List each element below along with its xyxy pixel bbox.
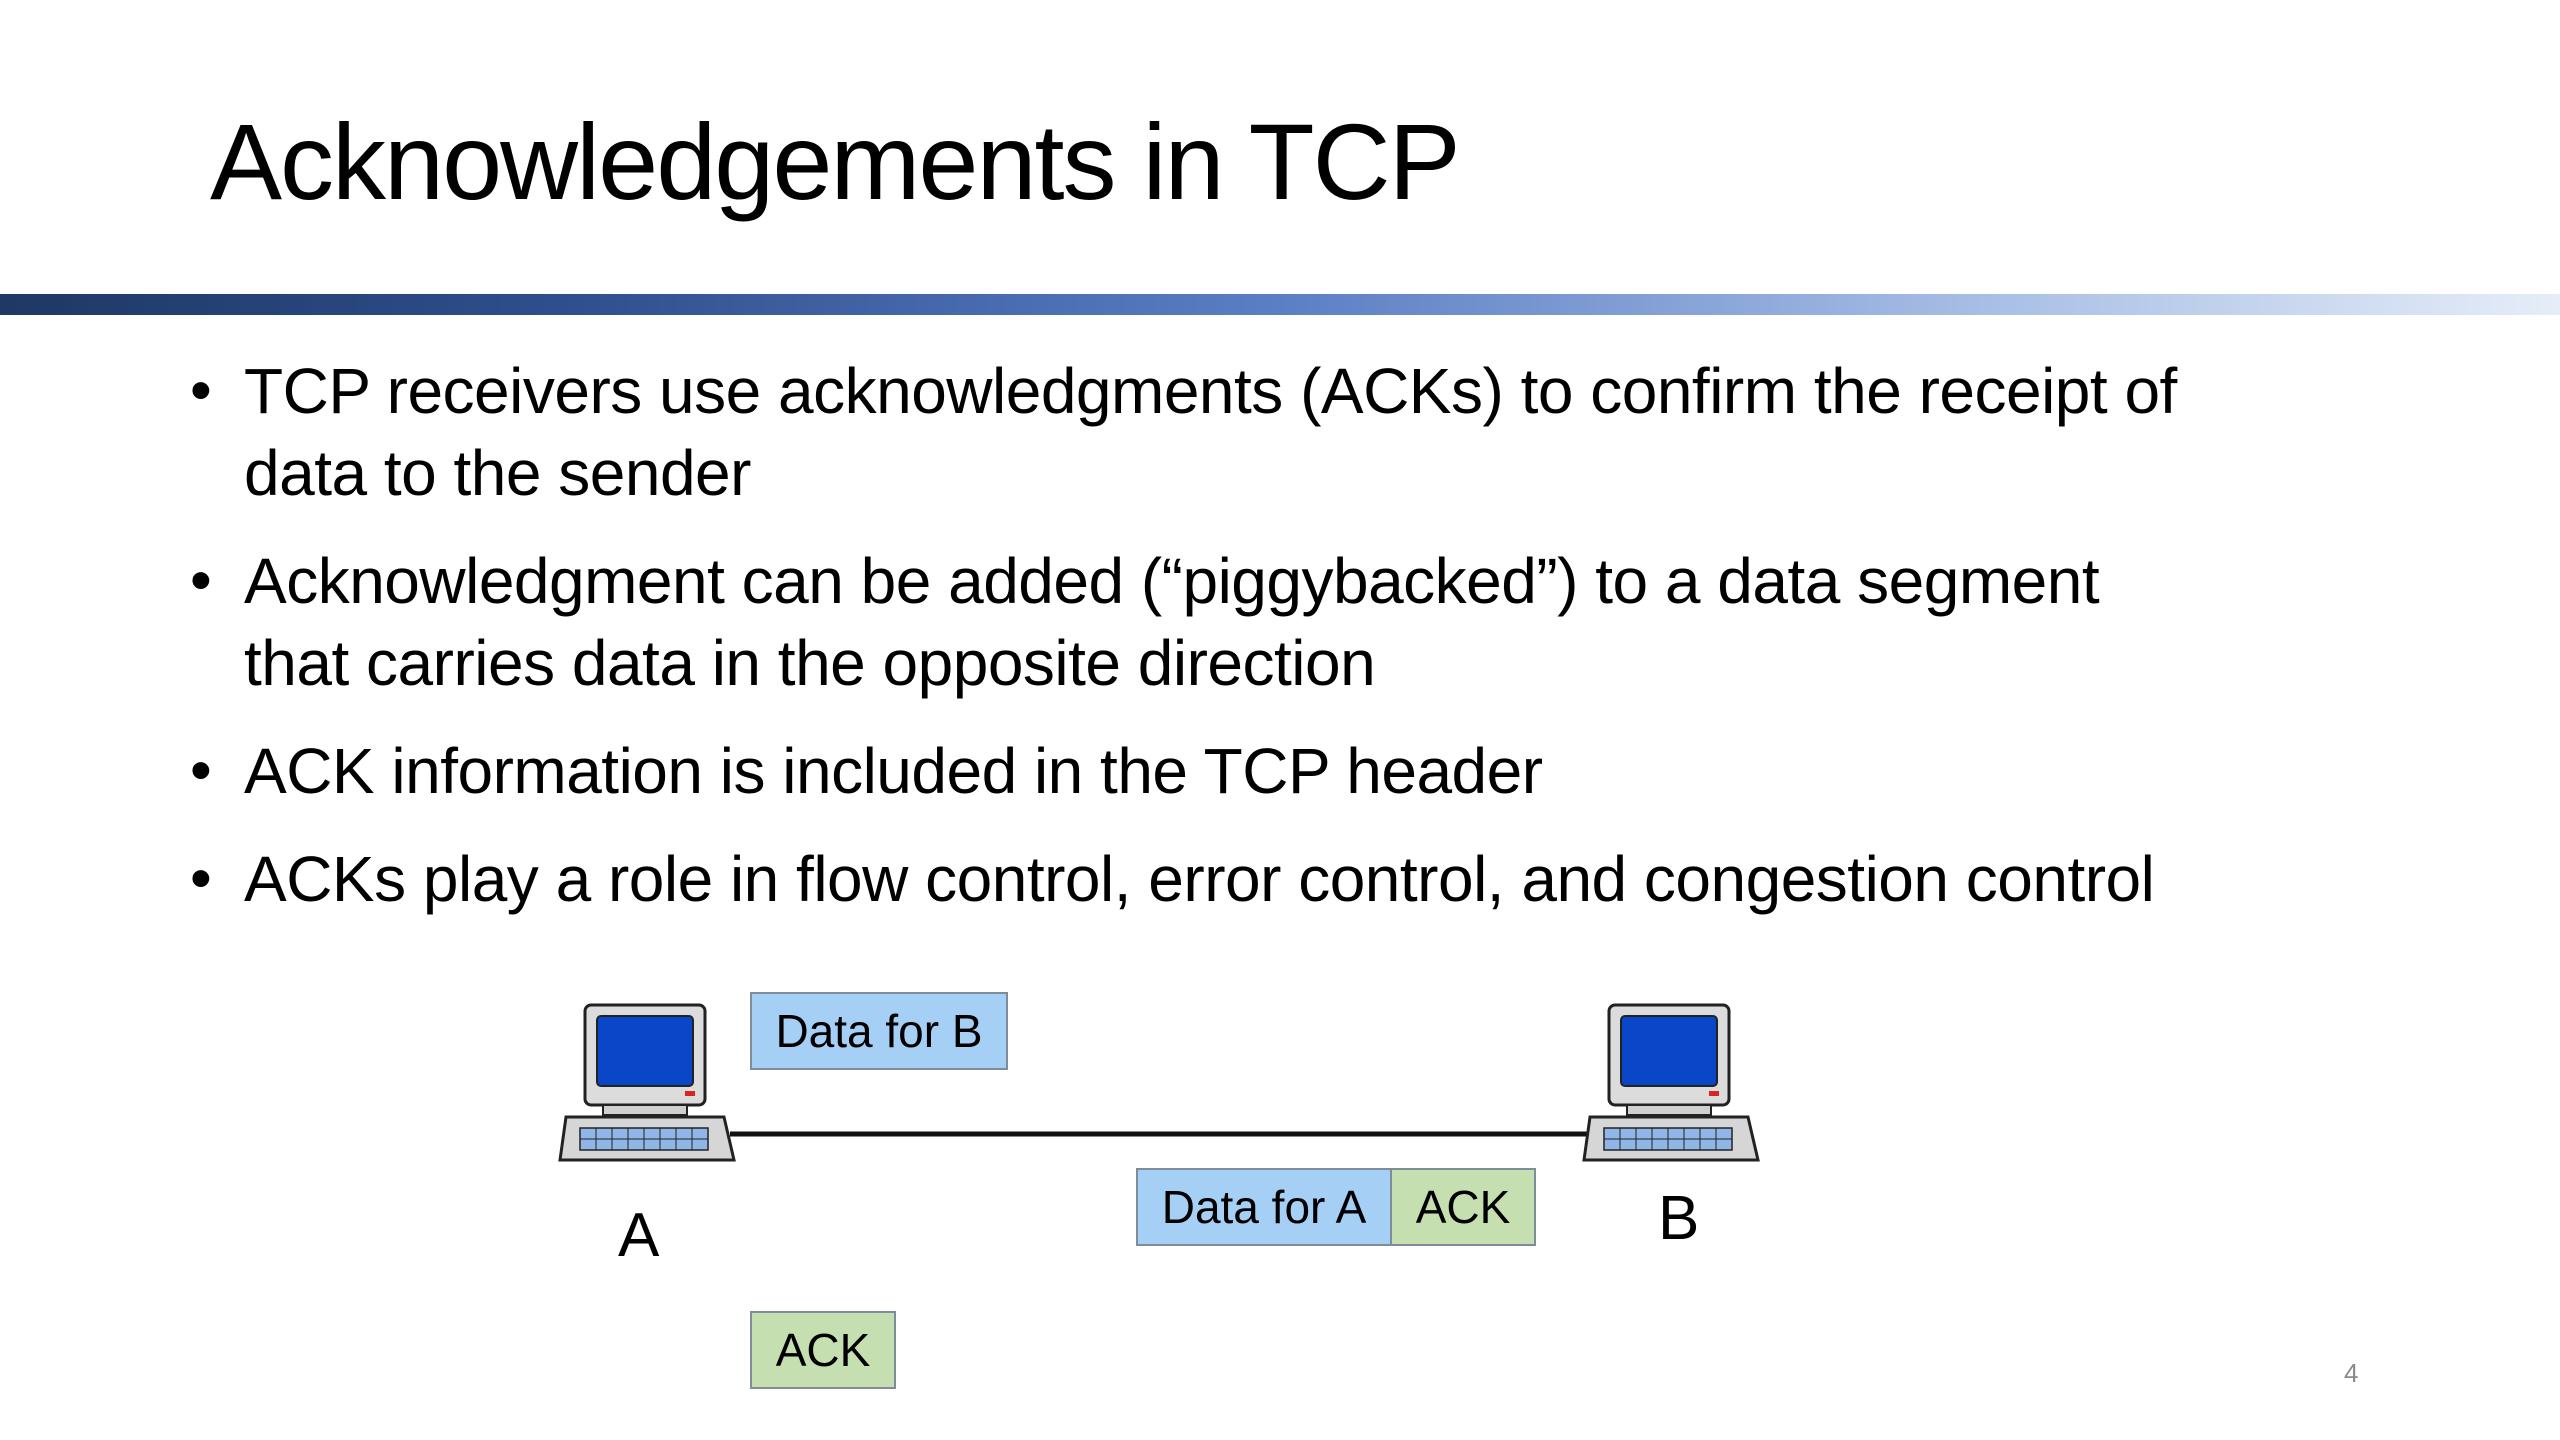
bullet-item: • ACK information is included in the TCP… <box>190 730 2430 812</box>
bullet-dot: • <box>190 356 212 425</box>
bullet-line: that carries data in the opposite direct… <box>244 627 1376 699</box>
title-divider <box>0 294 2560 315</box>
packet-data-for-a: Data for A <box>1136 1168 1392 1246</box>
slide-title: Acknowledgements in TCP <box>210 101 1461 222</box>
host-a-label: A <box>618 1201 660 1270</box>
bullet-item: • ACKs play a role in flow control, erro… <box>190 838 2430 920</box>
bullet-line: ACK information is included in the TCP h… <box>244 735 1543 807</box>
bullet-dot: • <box>190 844 212 913</box>
packet-piggyback-ack: ACK <box>1390 1168 1536 1246</box>
bullet-line: Acknowledgment can be added (“piggybacke… <box>244 545 2100 617</box>
bullet-list: • TCP receivers use acknowledgments (ACK… <box>190 350 2430 946</box>
packet-data-for-b: Data for B <box>750 992 1008 1070</box>
bullet-item: • TCP receivers use acknowledgments (ACK… <box>190 350 2430 514</box>
computer-a-icon <box>558 1003 736 1162</box>
bullet-line: TCP receivers use acknowledgments (ACKs)… <box>244 355 2177 427</box>
bullet-dot: • <box>190 546 212 615</box>
bullet-line: ACKs play a role in flow control, error … <box>244 843 2155 915</box>
bullet-dot: • <box>190 736 212 805</box>
bullet-line: data to the sender <box>244 437 751 509</box>
computer-b-icon <box>1582 1003 1760 1162</box>
bullet-item: • Acknowledgment can be added (“piggybac… <box>190 540 2430 704</box>
host-b-label: B <box>1658 1184 1700 1253</box>
packet-standalone-ack: ACK <box>750 1311 896 1389</box>
page-number: 4 <box>2344 1358 2359 1388</box>
